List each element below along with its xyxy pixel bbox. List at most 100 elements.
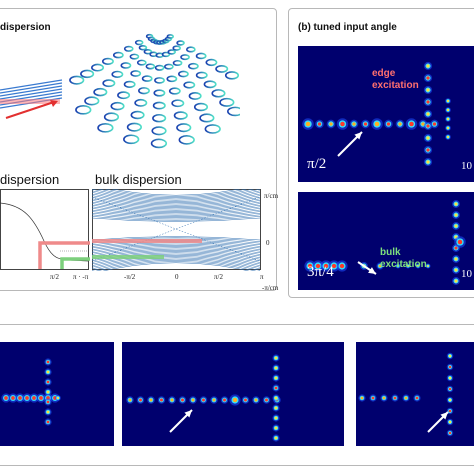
field-spot bbox=[426, 88, 430, 92]
pointer-arrowhead bbox=[440, 412, 448, 420]
field-image-pi-over-2: edge excitation π/2 10 bbox=[298, 46, 474, 182]
waveguide-ring bbox=[117, 91, 131, 100]
field-spot bbox=[454, 213, 458, 217]
field-spot bbox=[454, 202, 458, 206]
field-spot bbox=[448, 409, 452, 413]
field-spot bbox=[427, 265, 429, 267]
waveguide-ring bbox=[123, 80, 136, 88]
bulk-band-lower bbox=[95, 261, 257, 271]
waveguide-ring bbox=[75, 104, 92, 115]
field-spot bbox=[307, 263, 313, 269]
edge-x-tick-2: π · -π bbox=[73, 273, 89, 281]
field-spot bbox=[415, 396, 419, 400]
input-beam-arrowhead bbox=[50, 100, 58, 107]
bulk-band-lower bbox=[92, 260, 261, 271]
field-spot bbox=[317, 122, 322, 126]
field-spot bbox=[426, 136, 430, 140]
field-spot bbox=[454, 257, 458, 261]
field-spot bbox=[426, 100, 430, 104]
waveguide-ring bbox=[205, 58, 218, 67]
field-spot bbox=[426, 64, 430, 68]
waveguide-ring bbox=[188, 92, 202, 100]
field-spot bbox=[393, 396, 397, 400]
field-spot bbox=[46, 410, 50, 414]
edge-waveguide-line bbox=[0, 88, 63, 100]
waveguide-ring bbox=[166, 75, 178, 83]
field-spot bbox=[386, 122, 391, 126]
bulk-band-upper bbox=[97, 189, 255, 198]
field-spot bbox=[160, 398, 163, 402]
bulk-band-upper bbox=[92, 189, 261, 200]
scale-label-bottom: 10 bbox=[461, 268, 472, 280]
pointer-arrowhead bbox=[354, 132, 362, 140]
waveguide-ring bbox=[138, 45, 148, 51]
waveguide-ring bbox=[188, 62, 199, 70]
field-spot bbox=[448, 431, 452, 435]
field-spot bbox=[371, 396, 375, 400]
field-spot bbox=[46, 370, 50, 374]
scale-label-top: 10 bbox=[461, 160, 472, 172]
bulk-y-tick-1: π/cm bbox=[264, 192, 279, 200]
bulk-band-lower bbox=[101, 262, 251, 271]
field-spot bbox=[446, 135, 450, 139]
field-spot bbox=[244, 398, 247, 402]
field-spot bbox=[432, 122, 437, 126]
bulk-x-tick-2: 0 bbox=[175, 273, 179, 281]
bulk-band-upper bbox=[92, 198, 261, 207]
field-spot bbox=[223, 398, 226, 402]
field-spot bbox=[397, 265, 399, 267]
field-spot bbox=[274, 356, 278, 360]
waveguide-ring bbox=[138, 87, 150, 95]
field-spot bbox=[274, 396, 278, 400]
bulk-band-upper bbox=[92, 217, 261, 222]
waveguide-ring bbox=[150, 138, 168, 149]
field-spot bbox=[448, 365, 452, 369]
field-spot bbox=[323, 263, 329, 269]
field-spot bbox=[454, 268, 458, 272]
field-spot bbox=[212, 398, 216, 402]
waveguide-ring bbox=[178, 135, 195, 145]
waveguide-ring bbox=[168, 87, 181, 95]
field-spot bbox=[139, 398, 142, 402]
bulk-red-marker bbox=[92, 239, 202, 243]
edge-waveguide-line bbox=[0, 82, 63, 94]
field-spot bbox=[398, 122, 402, 126]
waveguide-ring bbox=[166, 34, 175, 39]
waveguide-ring bbox=[195, 71, 208, 79]
waveguide-ring bbox=[171, 99, 185, 108]
bulk-band-upper bbox=[92, 216, 261, 221]
edge-excitation-line-1: edge bbox=[372, 68, 396, 79]
field-spot bbox=[448, 398, 452, 402]
bulk-band-upper bbox=[92, 204, 261, 212]
bulk-band-upper bbox=[103, 189, 249, 197]
waveguide-ring bbox=[227, 106, 240, 117]
bulk-excitation-line-2: excitation bbox=[380, 259, 427, 270]
bulk-band-lower bbox=[92, 256, 261, 266]
bulk-band-lower bbox=[92, 258, 261, 270]
field-spot bbox=[39, 396, 43, 400]
bulk-x-tick-1: -π/2 bbox=[124, 273, 136, 281]
field-spot bbox=[421, 122, 425, 126]
waveguide-ring bbox=[134, 39, 144, 46]
bulk-band-upper bbox=[92, 200, 261, 208]
field-spot bbox=[274, 366, 278, 370]
bulk-band-upper bbox=[92, 195, 261, 205]
field-image-position-1 bbox=[0, 342, 114, 446]
panel-a-frame bbox=[0, 8, 277, 291]
field-spot bbox=[374, 121, 380, 127]
bulk-band-lower bbox=[92, 247, 261, 255]
bulk-band-lower bbox=[92, 257, 261, 268]
field-spot bbox=[274, 376, 278, 380]
waveguide-ring bbox=[183, 81, 196, 89]
field-spot bbox=[404, 396, 408, 400]
bulk-excitation-label: bulk excitation bbox=[380, 247, 427, 271]
waveguide-ring bbox=[145, 63, 156, 70]
field-spot bbox=[454, 279, 458, 283]
field-spot bbox=[4, 396, 8, 400]
angle-label-pi-over-2: π/2 bbox=[307, 156, 327, 172]
field-spot bbox=[191, 398, 195, 402]
waveguide-ring bbox=[97, 122, 114, 133]
field-spot bbox=[382, 396, 386, 400]
bulk-y-tick-3: -π/cm bbox=[262, 284, 279, 292]
field-spot bbox=[128, 398, 132, 402]
